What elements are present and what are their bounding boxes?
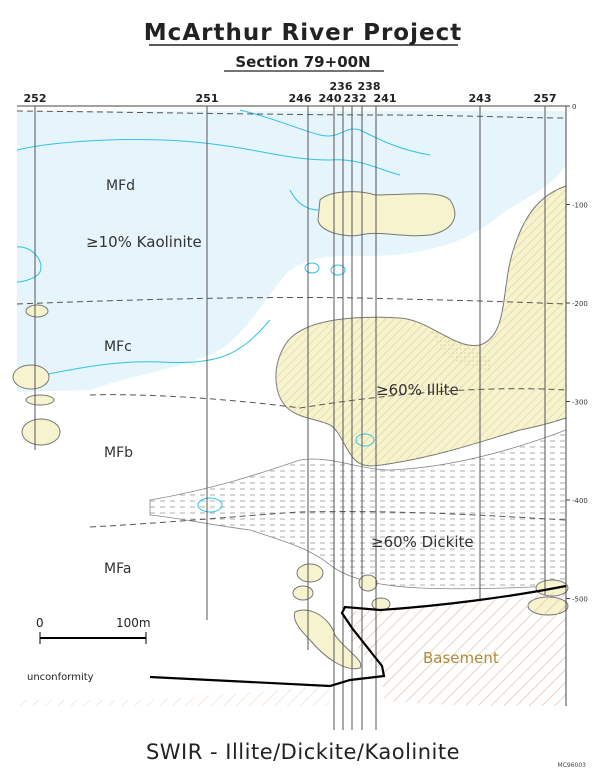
illite-label: ≥60% Illite — [376, 381, 459, 399]
basement-zone-left — [17, 686, 330, 706]
drill-hole-label-232: 232 — [344, 92, 367, 105]
dickite-zone — [149, 429, 567, 590]
illite-hatch — [275, 186, 566, 466]
illite-blob-7 — [358, 574, 378, 592]
drill-hole-label-241: 241 — [374, 92, 397, 105]
drill-hole-label-251: 251 — [196, 92, 219, 105]
figure-code: MC96003 — [558, 762, 587, 769]
dickite-label: ≥60% Dickite — [371, 533, 474, 551]
drill-hole-label-257: 257 — [534, 92, 557, 105]
scale-end-label: 100m — [116, 616, 151, 630]
kaolinite-ring-2 — [330, 264, 346, 276]
drill-hole-label-236: 236 — [330, 80, 353, 93]
scale-start-label: 0 — [36, 616, 44, 630]
illite-blob-8 — [371, 597, 391, 611]
kaolinite-ring-4 — [355, 433, 375, 447]
illite-blob-1 — [25, 304, 49, 318]
scale-bar: 0 100m — [36, 616, 151, 644]
illite-blob-6 — [292, 585, 314, 601]
drill-hole-label-238: 238 — [358, 80, 381, 93]
boundary-mfc-mfb — [89, 388, 567, 409]
subtitle: Section 79+00N — [235, 53, 370, 71]
illite-blob-2 — [12, 364, 50, 390]
drill-hole-label-240: 240 — [319, 92, 342, 105]
drill-hole-label-243: 243 — [469, 92, 492, 105]
depth-tick-label: -200 — [572, 300, 588, 308]
depth-tick-label: -400 — [572, 497, 588, 505]
illite-lens-upper — [317, 191, 456, 237]
illite-blob-11 — [293, 609, 362, 670]
unit-mfd-label: MFd — [106, 178, 135, 194]
boundary-top — [16, 110, 567, 119]
depth-tick-label: -500 — [572, 596, 588, 604]
kaolinite-contour — [16, 109, 431, 176]
unit-mfb-label: MFb — [104, 445, 133, 461]
drill-hole-label-252: 252 — [24, 92, 47, 105]
boundary-mfb-mfa — [89, 511, 567, 528]
depth-tick-label: 0 — [572, 103, 576, 111]
illite-blob-4 — [21, 418, 61, 446]
illite-blob-3 — [25, 394, 55, 406]
title: McArthur River Project — [144, 20, 462, 46]
illite-dotted-patch — [430, 330, 490, 372]
kaolinite-ring-3 — [197, 497, 223, 513]
illite-blob-5 — [296, 563, 324, 583]
unconformity-label: unconformity — [27, 672, 94, 683]
basement-zone — [340, 590, 566, 706]
unit-mfc-label: MFc — [104, 339, 132, 355]
unit-mfa-label: MFa — [104, 561, 131, 577]
depth-scale: 0 -100 -200 -300 -400 -500 — [566, 103, 588, 604]
kaolinite-label: ≥10% Kaolinite — [86, 233, 202, 251]
footer-title: SWIR - Illite/Dickite/Kaolinite — [146, 740, 460, 764]
kaolinite-ring-1 — [304, 262, 320, 274]
boundary-mfd-mfc — [16, 296, 567, 305]
drill-hole-label-246: 246 — [289, 92, 312, 105]
depth-tick-label: -300 — [572, 399, 588, 407]
depth-tick-label: -100 — [572, 202, 588, 210]
basement-label: Basement — [423, 649, 499, 667]
unconformity-line — [149, 584, 567, 688]
kaolinite-zone — [17, 111, 566, 392]
